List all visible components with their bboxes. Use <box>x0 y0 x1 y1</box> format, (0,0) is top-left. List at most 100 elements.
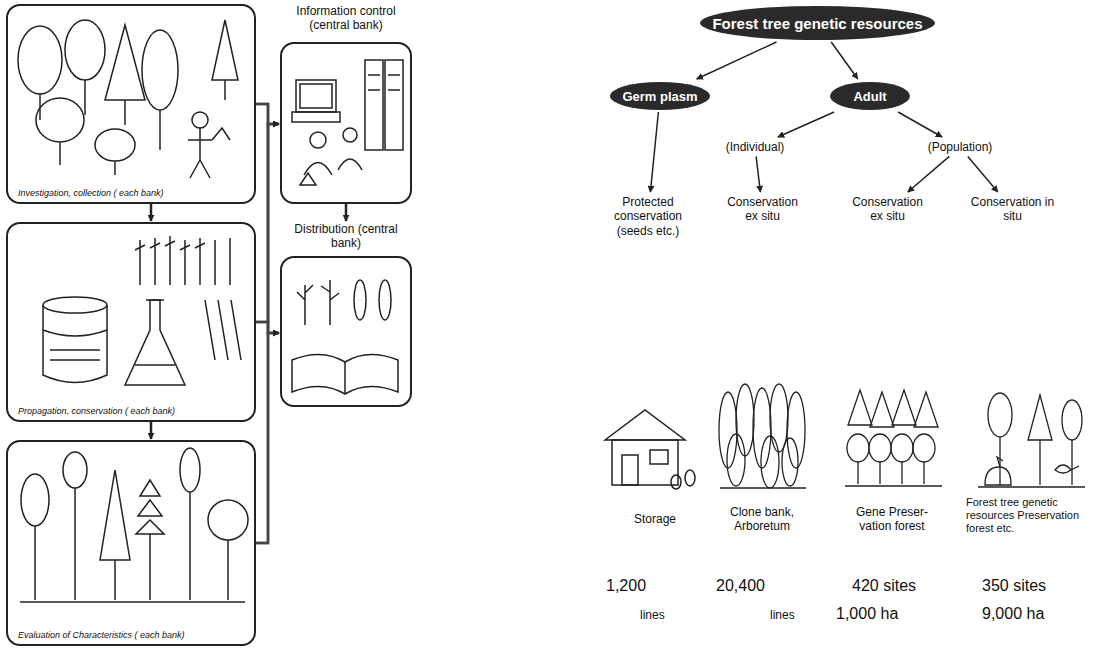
connector-arrow <box>256 333 279 543</box>
connector-arrow <box>150 204 153 221</box>
node-text: Adult <box>853 89 886 104</box>
forest-illustration-part <box>59 142 61 165</box>
information-illustration-part <box>292 112 340 122</box>
node-text: Conservation in situ <box>970 195 1055 224</box>
count-number: 1,000 ha <box>836 604 946 623</box>
distribution-illustration <box>292 280 398 394</box>
storage-illustration-part <box>685 470 695 486</box>
forest-illustration-part <box>212 128 230 140</box>
evaluation-illustration-part <box>74 488 76 600</box>
evaluation-illustration-part <box>34 526 36 600</box>
propagation-illustration-part <box>125 300 185 385</box>
central-bank-box: Information control (central bank) <box>280 4 412 204</box>
forest-illustration-part <box>95 129 135 161</box>
evaluation-illustration-part <box>21 474 49 526</box>
gene-forest-illustration-part <box>858 462 924 484</box>
node-text: Propagation, conservation ( each bank) <box>16 406 177 416</box>
information-illustration-part <box>296 80 336 112</box>
distribution-illustration-part <box>321 280 339 325</box>
information-illustration-part <box>368 75 400 90</box>
in-situ-forest-illustration-part <box>999 437 1000 485</box>
in-situ-forest-illustration-part <box>1039 440 1040 485</box>
gene-forest-illustration-part <box>870 392 894 427</box>
storage-illustration <box>605 410 695 489</box>
forest-illustration-part <box>36 98 84 142</box>
information-illustration-part <box>300 84 332 108</box>
count-unit: lines <box>640 608 690 622</box>
information-illustration <box>292 60 403 185</box>
forest-illustration-part <box>114 161 116 175</box>
storage-illustration-part <box>605 410 685 440</box>
gene-forest-illustration-part <box>847 434 869 462</box>
node-text: (Individual) <box>700 140 810 154</box>
forest-illustration-part <box>18 26 62 94</box>
evaluation-illustration-part <box>149 534 151 600</box>
category-oval: Germ plasm <box>610 82 710 110</box>
node-text: Germ plasm <box>622 89 697 104</box>
count-number: 420 sites <box>852 576 952 595</box>
node-text: Evaluation of Characteristics ( each ban… <box>16 630 187 640</box>
panel-border <box>280 42 412 204</box>
clone-bank-illustration-part <box>782 438 798 486</box>
clone-bank-illustration <box>719 384 806 488</box>
in-situ-forest-illustration-part <box>985 467 1011 485</box>
node-text: Investigation, collection ( each bank) <box>16 188 166 198</box>
gene-forest-illustration-part <box>892 390 916 425</box>
in-situ-forest-illustration-part <box>1055 465 1079 473</box>
evaluation-illustration-part <box>180 448 200 492</box>
connector-arrow <box>908 156 950 192</box>
count-unit: lines <box>770 608 820 622</box>
node-text: (Population) <box>905 140 1015 154</box>
node-text: Protected conservation (seeds etc.) <box>602 195 694 238</box>
connector-arrow <box>756 156 760 192</box>
propagation-illustration <box>43 236 241 385</box>
stage-box: Investigation, collection ( each bank) <box>6 4 256 204</box>
forest-illustration-part <box>105 25 145 100</box>
information-illustration-part <box>343 128 357 142</box>
connector-arrow <box>898 112 942 137</box>
branch-label: (Population) <box>905 140 1015 154</box>
connector-arrow <box>697 42 777 79</box>
clone-bank-illustration-part <box>727 434 745 486</box>
in-situ-forest-illustration-part <box>997 457 1003 467</box>
clone-bank-illustration-part <box>787 392 805 468</box>
method-label: Conservation ex situ <box>845 195 930 224</box>
stage-box: Evaluation of Characteristics ( each ban… <box>6 440 256 646</box>
evaluation-illustration-part <box>100 470 130 560</box>
node-text: Conservation ex situ <box>720 195 805 224</box>
evaluation-illustration-part <box>189 492 191 600</box>
propagation-illustration-part <box>146 299 164 301</box>
count-number: 9,000 ha <box>982 604 1092 623</box>
distribution-illustration-part <box>292 354 398 394</box>
gene-forest-illustration-part <box>848 390 872 425</box>
distribution-illustration-part <box>297 285 313 325</box>
connector-arrow <box>345 204 348 221</box>
storage-illustration-part <box>622 455 638 485</box>
forest-illustration-part <box>192 112 208 128</box>
clone-bank-illustration-part <box>761 436 779 488</box>
branch-label: (Individual) <box>700 140 810 154</box>
forest-illustration-part <box>159 110 161 150</box>
evaluation-illustration-part <box>114 560 116 600</box>
count-number: 1,200 <box>606 576 676 595</box>
storage-illustration-part <box>671 475 681 489</box>
propagation-illustration-part <box>43 297 107 313</box>
clone-bank-illustration-part <box>753 388 771 468</box>
method-label: Conservation in situ <box>970 195 1055 224</box>
evaluation-illustration <box>20 448 248 602</box>
gene-forest-illustration-part <box>891 434 913 462</box>
gene-forest-illustration <box>845 390 942 486</box>
information-illustration-part <box>365 60 383 150</box>
evaluation-illustration-part <box>63 452 87 488</box>
forest-illustration <box>18 20 238 178</box>
in-situ-forest-illustration <box>978 393 1085 487</box>
forest-illustration-part <box>124 100 126 125</box>
connector-arrow <box>778 112 834 137</box>
propagation-illustration-part <box>135 364 175 366</box>
gene-forest-illustration-part <box>914 392 938 427</box>
node-text: Conservation ex situ <box>845 195 930 224</box>
information-illustration-part <box>310 132 326 148</box>
evaluation-illustration-part <box>227 540 229 600</box>
node-text: Information control (central bank) <box>280 4 412 33</box>
evaluation-illustration-part <box>208 500 248 540</box>
